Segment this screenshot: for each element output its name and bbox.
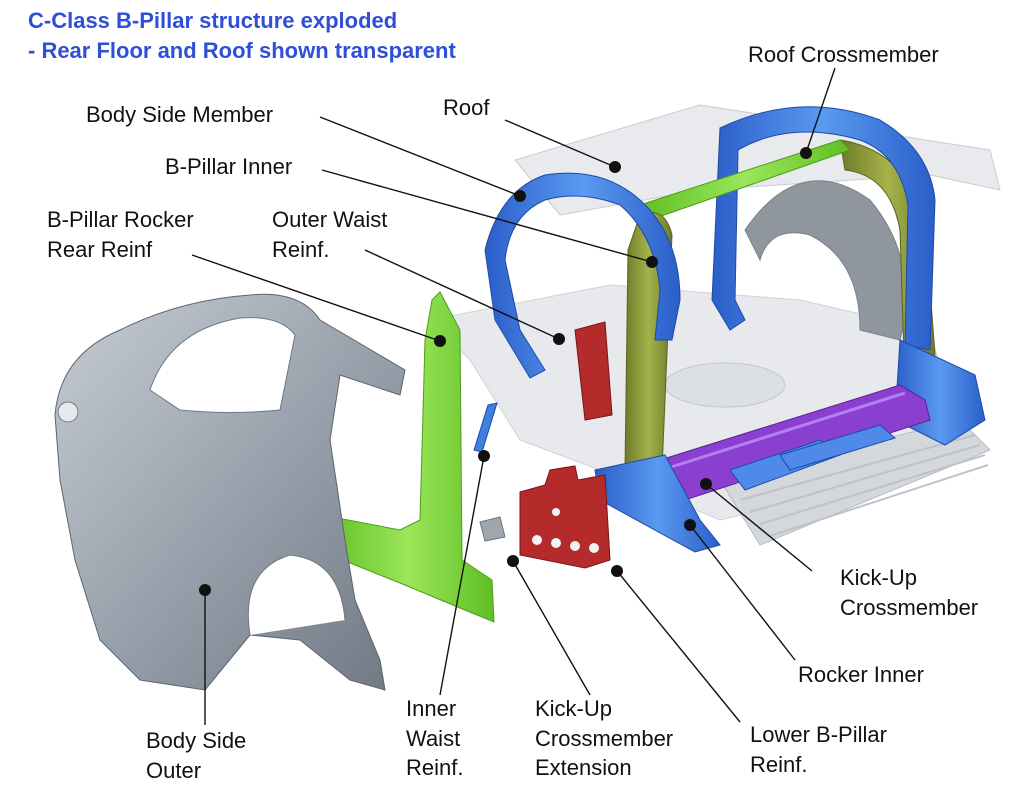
label-line: Crossmember [535,725,674,751]
body-side-outer-wheel-arch [247,554,346,636]
label-line: Waist [406,725,461,751]
reinf-hole [532,535,542,545]
label-line: Body Side [146,728,247,753]
floor-ribs [739,434,989,537]
rear-roof-bow-blue [711,106,936,351]
label-inner-waist-reinf: Inner Waist Reinf. [406,694,463,783]
kick-up-crossmember-highlight [667,391,906,470]
label-lower-b-pillar-reinf: Lower B-Pillar Reinf. [750,720,887,779]
label-kick-up-crossmember: Kick-Up Crossmember [840,563,978,622]
label-line: Extension [535,755,632,781]
reinf-hole [552,508,560,516]
label-b-pillar-rocker-rear-reinf: B-Pillar Rocker Rear Reinf [47,205,194,264]
title-line-2: - Rear Floor and Roof shown transparent [28,38,456,63]
b-pillar-rocker-rear-reinf-part [321,291,495,623]
lower-b-pillar-reinf-part [519,465,611,569]
label-line: Crossmember [840,594,979,620]
reinf-hole [551,538,561,548]
label-roof-crossmember: Roof Crossmember [748,42,939,67]
floor-spare-well [664,362,786,408]
label-line: Outer Waist [272,207,388,232]
label-line: Kick-Up [535,696,613,721]
label-line: Outer [146,757,202,783]
inner-waist-reinf-part [473,402,498,453]
reinf-hole [589,543,599,553]
label-line: Kick-Up [840,565,918,590]
label-line: B-Pillar Rocker [47,207,194,232]
label-line: Rear Reinf [47,236,153,262]
label-rocker-inner: Rocker Inner [798,662,924,687]
label-line: Inner [406,696,457,721]
kick-up-crossmember-extension-part [479,516,506,542]
label-line: Lower B-Pillar [750,722,887,747]
label-outer-waist-reinf: Outer Waist Reinf. [272,205,387,264]
rocker-inner-brace-2 [779,424,897,471]
outer-waist-reinf-part [574,321,613,421]
label-line: Reinf. [750,751,808,777]
body-side-outer-window [149,317,296,413]
roof-panel [514,104,1001,216]
label-body-side-outer: Body Side Outer [146,726,246,785]
label-roof: Roof [443,95,490,120]
body-side-member-blue [484,172,681,379]
reinf-hole [570,541,580,551]
label-kick-up-crossmember-extension: Kick-Up Crossmember Extension [535,694,673,783]
label-body-side-member: Body Side Member [86,102,274,127]
label-line: Reinf. [406,755,464,781]
leader-lines [191,67,836,725]
label-line: Reinf. [272,236,330,262]
title-line-1: C-Class B-Pillar structure exploded [28,8,398,33]
leader-dots [199,147,812,596]
label-b-pillar-inner: B-Pillar Inner [165,154,293,179]
fuel-door [57,401,79,423]
